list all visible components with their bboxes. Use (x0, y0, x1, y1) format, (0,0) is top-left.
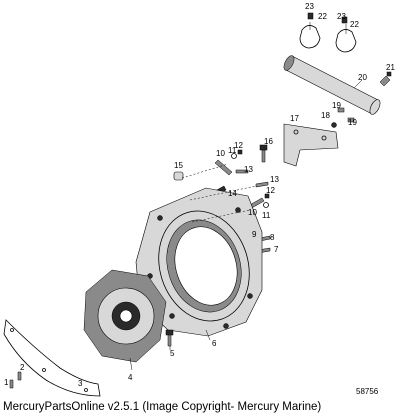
bolt-5 (165, 329, 174, 347)
nut-12-upper (237, 149, 243, 155)
drive-coupler-4 (83, 269, 167, 363)
hose-clamp-23-right (335, 16, 357, 53)
hose-clamp-23-left (299, 12, 321, 49)
bolt-13-lower (255, 181, 269, 188)
callout-2: 2 (20, 363, 25, 372)
callout-17: 17 (290, 114, 299, 123)
callout-10-lower: 10 (248, 208, 257, 217)
callout-5: 5 (170, 349, 175, 358)
callout-19-a: 19 (332, 101, 341, 110)
callout-21: 21 (386, 63, 395, 72)
callout-9: 9 (252, 230, 257, 239)
callout-23-right: 23 (337, 12, 346, 21)
callout-20: 20 (358, 73, 367, 82)
plug-15 (173, 171, 184, 181)
nut-12-lower (264, 193, 270, 199)
reference-number: 58756 (356, 387, 379, 396)
callout-13-lower: 13 (270, 175, 279, 184)
callout-1: 1 (4, 378, 9, 387)
washer-11-lower (263, 202, 269, 208)
fitting-19-b (347, 117, 355, 123)
callout-7: 7 (274, 245, 279, 254)
callout-22-left: 22 (318, 12, 327, 21)
callout-8: 8 (270, 233, 275, 242)
copyright-footer-text: MercuryPartsOnline v2.5.1 (Image Copyrig… (3, 401, 322, 413)
callout-13-upper: 13 (244, 165, 253, 174)
stud-10-upper (214, 159, 233, 176)
screw-1 (9, 379, 14, 389)
fitting-19-a (337, 107, 345, 113)
callout-12-lower: 12 (266, 186, 275, 195)
callout-14: 14 (228, 189, 237, 198)
flywheel-shield-3 (3, 319, 101, 397)
callout-12-upper: 12 (234, 141, 243, 150)
footer: MercuryPartsOnline v2.5.1 (Image Copyrig… (0, 398, 400, 416)
exhaust-tube-20 (283, 55, 381, 115)
callout-3: 3 (78, 379, 83, 388)
callout-10-upper: 10 (216, 149, 225, 158)
callout-11-upper: 11 (228, 146, 237, 155)
fitting-21 (379, 71, 392, 87)
callout-4: 4 (128, 373, 133, 382)
callout-6: 6 (212, 339, 217, 348)
fitting-18 (331, 122, 337, 128)
callout-18: 18 (321, 111, 330, 120)
bracket-17 (283, 123, 339, 167)
callout-19-b: 19 (348, 118, 357, 127)
bolt-16 (259, 144, 268, 163)
callout-16: 16 (264, 137, 273, 146)
screw-2 (17, 371, 22, 381)
callout-22-right: 22 (350, 20, 359, 29)
callout-23-left: 23 (305, 2, 314, 11)
callout-15: 15 (174, 161, 183, 170)
callout-11-lower: 11 (262, 211, 271, 220)
washer-11-upper (231, 153, 237, 159)
bolt-13-upper (235, 169, 249, 174)
